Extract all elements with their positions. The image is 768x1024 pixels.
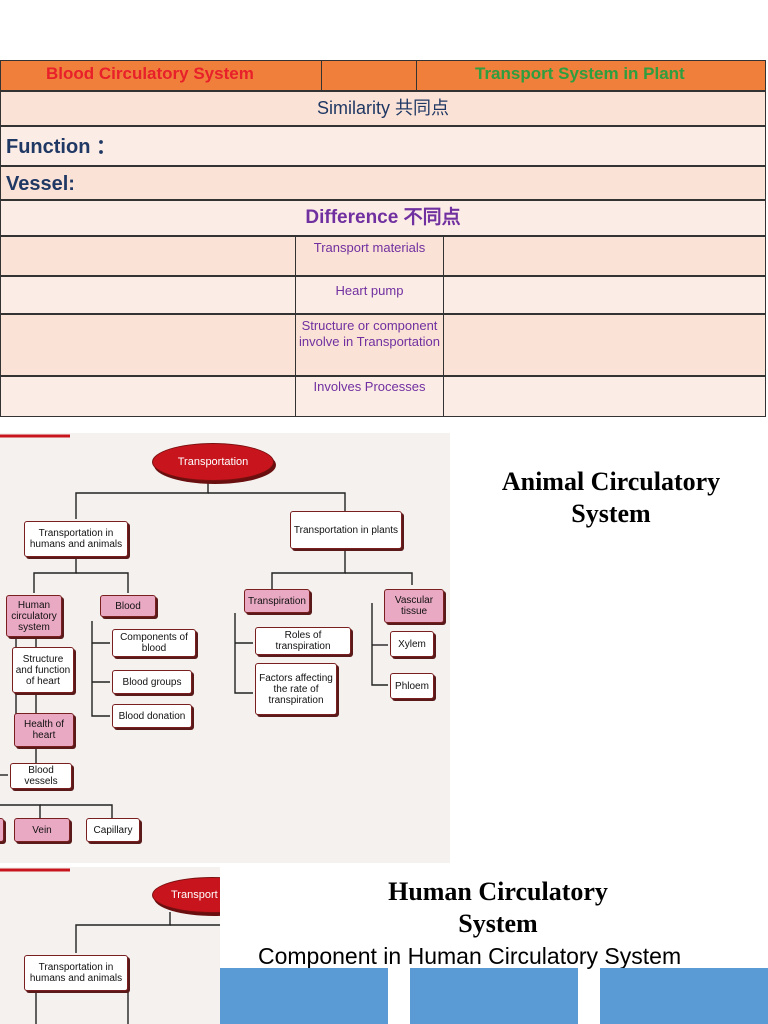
- blood-donation-box: Blood donation: [112, 704, 192, 728]
- vessel-row: Vessel:: [0, 166, 766, 200]
- flowchart-connectors: [0, 434, 413, 818]
- blood-box: Blood: [100, 595, 156, 617]
- component-box-2: [410, 968, 578, 1024]
- blood-vessels-box: Blood vessels: [10, 763, 72, 789]
- vascular-box: Vascular tissue: [384, 589, 444, 623]
- transportation-flowchart-partial: Transport Transportation in humans and a…: [0, 867, 220, 1024]
- row-empty-cell: [443, 237, 767, 275]
- xylem-box: Xylem: [390, 631, 434, 657]
- difference-row: Difference 不同点: [0, 200, 766, 236]
- plants-box: Transportation in plants: [290, 511, 402, 549]
- row-empty-cell: [443, 277, 767, 313]
- row-empty-cell: [443, 315, 767, 375]
- component-box-1: [220, 968, 388, 1024]
- header-blood-circulatory: Blood Circulatory System: [46, 64, 254, 83]
- comparison-table: Blood Circulatory System Transport Syste…: [0, 60, 768, 417]
- structure-box: Structure and function of heart: [12, 647, 74, 693]
- roles-box: Roles of transpiration: [255, 627, 351, 655]
- blood-groups-box: Blood groups: [112, 670, 192, 694]
- row-label-heart-pump: Heart pump: [295, 277, 443, 313]
- health-box: Health of heart: [14, 713, 74, 747]
- flowchart2-connectors: [0, 868, 220, 1024]
- row-label-structure: Structure or component involve in Transp…: [295, 315, 443, 375]
- function-row: Function ：: [0, 126, 766, 166]
- components-box: Components of blood: [112, 629, 196, 657]
- row-label-processes: Involves Processes: [295, 377, 443, 416]
- capillary-box: Capillary: [86, 818, 140, 842]
- vein-box: Vein: [14, 818, 70, 842]
- row-label-transport-materials: Transport materials: [295, 237, 443, 275]
- artery-box-partial: [0, 818, 4, 842]
- factors-box: Factors affecting the rate of transpirat…: [255, 663, 337, 715]
- table-row: Heart pump: [0, 276, 766, 314]
- header-middle-cell: [321, 61, 416, 90]
- transportation-oval: Transportation: [152, 443, 274, 481]
- human-system-box: Human circulatory system: [6, 595, 62, 637]
- humans-animals-box: Transportation in humans and animals: [24, 521, 128, 557]
- component-box-3: [600, 968, 768, 1024]
- transpiration-box: Transpiration: [244, 589, 310, 613]
- component-heading: Component in Human Circulatory System: [258, 943, 682, 969]
- table-row: Structure or component involve in Transp…: [0, 314, 766, 376]
- phloem-box: Phloem: [390, 673, 434, 699]
- table-row: Transport materials: [0, 236, 766, 276]
- animal-circulatory-title: Animal Circulatory System: [501, 467, 721, 528]
- row-empty-cell: [443, 377, 767, 416]
- table-header-row: Blood Circulatory System Transport Syste…: [0, 60, 766, 91]
- header-right-cell: Transport System in Plant: [416, 61, 767, 90]
- humans-animals-box-2: Transportation in humans and animals: [24, 955, 128, 991]
- human-circulatory-title: Human Circulatory System: [388, 877, 608, 938]
- header-plant-transport: Transport System in Plant: [475, 64, 685, 83]
- table-row: Involves Processes: [0, 376, 766, 417]
- transportation-flowchart: Transportation Transportation in humans …: [0, 433, 450, 863]
- similarity-row: Similarity 共同点: [0, 91, 766, 126]
